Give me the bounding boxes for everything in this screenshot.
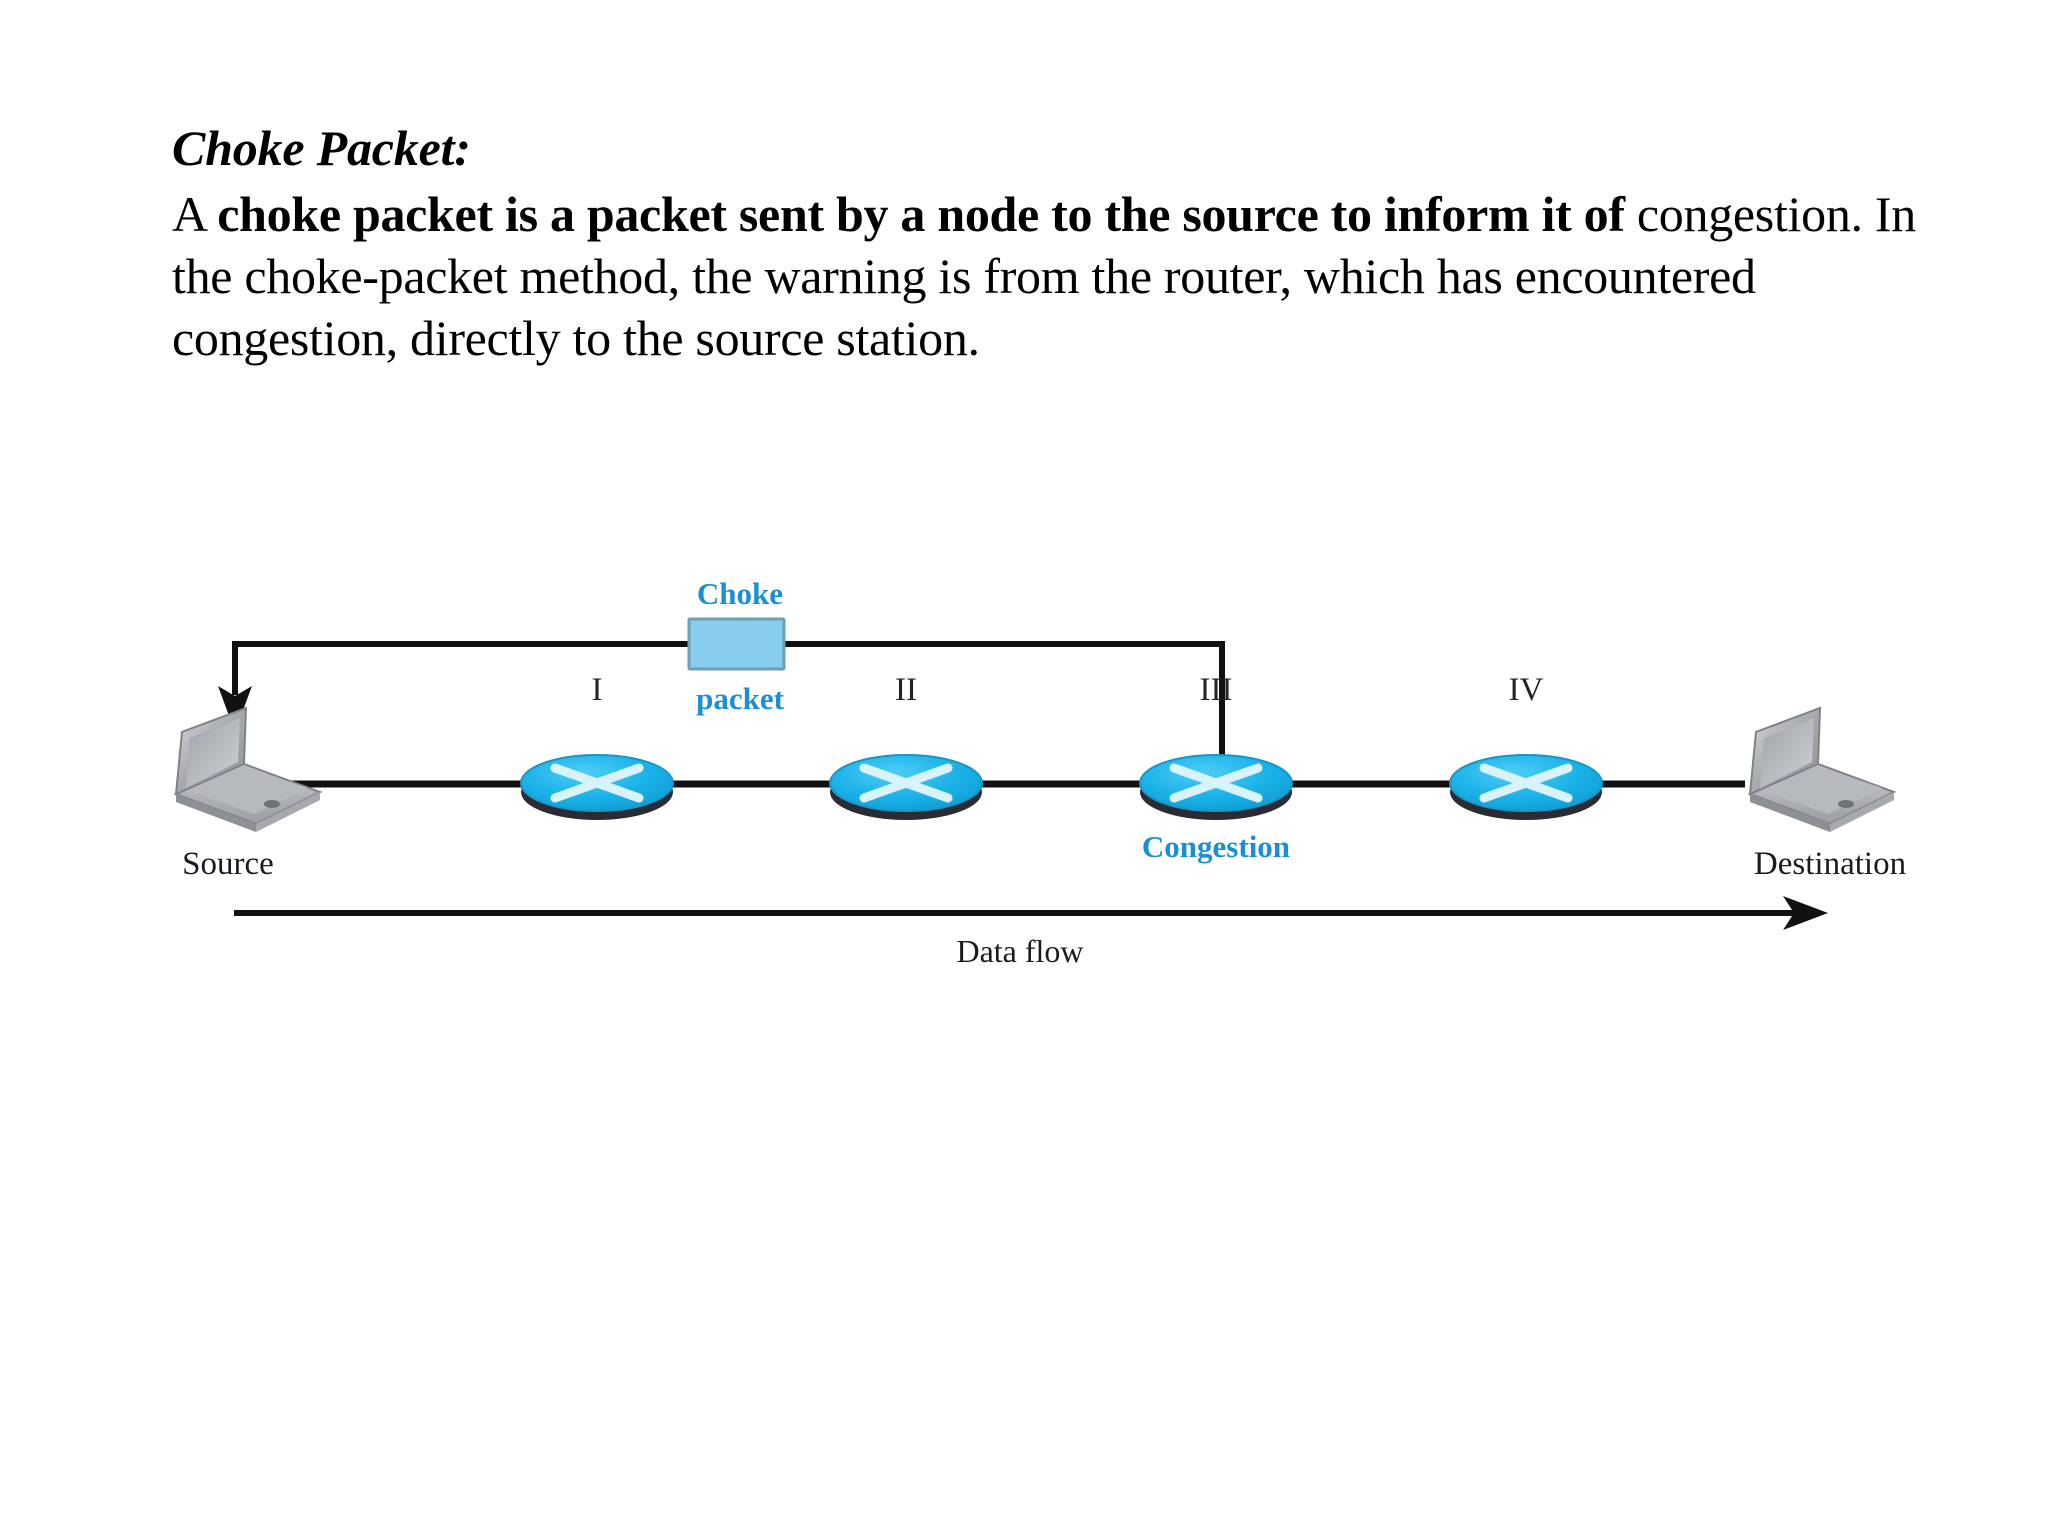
router-node-IV — [1449, 754, 1603, 820]
source-laptop-icon — [173, 706, 323, 832]
choke-packet-diagram: Choke packet I II III IV Congestion Sour… — [0, 520, 2048, 1000]
router-node-III — [1139, 754, 1293, 820]
choke-packet-label-line2: packet — [696, 680, 784, 716]
destination-laptop-icon — [1747, 706, 1897, 832]
router-label-II: II — [895, 672, 917, 708]
router-label-I: I — [591, 672, 603, 708]
slide-text-block: Choke Packet: A choke packet is a packet… — [172, 118, 1932, 369]
page-title: Choke Packet: — [172, 120, 471, 176]
choke-packet-label-line1: Choke — [696, 576, 784, 612]
data-flow-arrow — [234, 896, 1828, 930]
congestion-label: Congestion — [1141, 829, 1291, 864]
router-label-IV: IV — [1508, 672, 1544, 708]
choke-packet-label: Choke packet — [660, 508, 820, 786]
router-node-II — [829, 754, 983, 820]
router-label-III: III — [1199, 672, 1233, 708]
choke-packet-box — [687, 617, 786, 671]
paragraph-run-2: congestion. In the choke-packet method, … — [172, 186, 1916, 366]
router-node-I — [520, 754, 674, 820]
diagram-canvas — [173, 617, 1897, 930]
paragraph-run-1: choke packet is a packet sent by a node … — [217, 186, 1625, 242]
destination-label: Destination — [1753, 846, 1907, 882]
source-label: Source — [182, 846, 274, 882]
data-flow-label: Data flow — [956, 933, 1084, 969]
paragraph-run-0: A — [172, 186, 218, 242]
body-paragraph: A choke packet is a packet sent by a nod… — [172, 183, 1932, 369]
